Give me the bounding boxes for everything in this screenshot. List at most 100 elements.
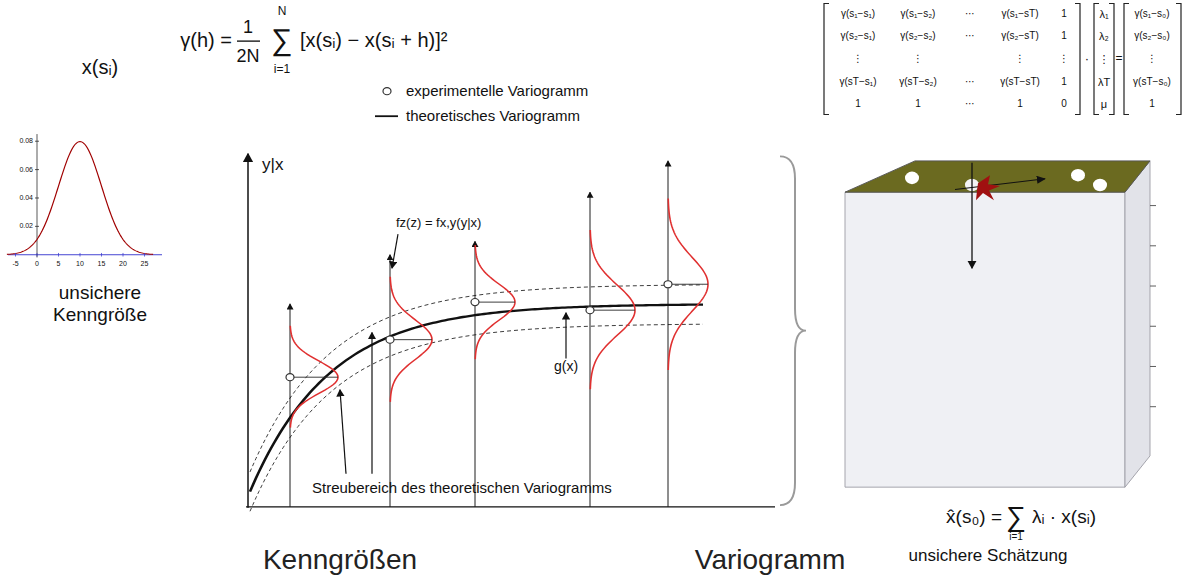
tick-label: 10 [76, 260, 84, 268]
lag-axis [475, 241, 476, 506]
axis-label: y|x [262, 156, 283, 176]
matrix-cell: γ(s₂−sT) [1001, 30, 1039, 42]
tick [35, 141, 39, 142]
matrix-cell: ⋯ [965, 98, 975, 110]
tick-label: 5 [57, 260, 61, 268]
y-axis [247, 154, 249, 508]
sample-point [1093, 179, 1107, 192]
tick [37, 253, 38, 257]
tick [1150, 245, 1156, 246]
leader-line [340, 390, 346, 474]
vector-cell: γ(s₂−s₀) [1134, 30, 1170, 42]
caption-text: unsichere Schätzung [909, 546, 1068, 566]
mean-line [668, 284, 708, 285]
experimental-point [664, 281, 672, 288]
conditional-pdf [668, 198, 708, 370]
matrix-cell: 1 [1017, 98, 1023, 110]
tick-label: 0 [35, 260, 39, 268]
sample-point [905, 172, 919, 185]
formula-part: x̂(s₀) = [946, 506, 1002, 528]
tick-label: 0.06 [19, 166, 33, 174]
mean-line [475, 302, 515, 303]
tick [101, 253, 102, 257]
matrix-cell: γ(s₂−s₁) [841, 30, 876, 42]
matrix-cell: γ(sT−s₁) [840, 76, 877, 88]
tick [58, 253, 59, 257]
tick-label: 20 [119, 260, 127, 268]
pdf-plot [7, 134, 162, 257]
axis-arrow [955, 179, 1045, 190]
legend-text: experimentelle Variogramm [406, 83, 588, 100]
matrix-cell: ⋯ [965, 30, 975, 42]
experimental-point [386, 336, 394, 343]
formula-part: [x(sᵢ) − x(sᵢ + h)]² [300, 29, 447, 52]
sum-symbol: ∑ [1006, 501, 1026, 533]
leader-line [371, 333, 372, 474]
matrix-cell: 1 [855, 98, 861, 110]
leader-line [565, 313, 566, 359]
bracket [1094, 4, 1099, 115]
matrix-cell: γ(s₁−s₂) [901, 9, 936, 21]
matrix-cell: γ(s₂−s₂) [900, 30, 935, 42]
estimate-pdf [976, 175, 1000, 200]
weight-cell: ⋮ [1099, 53, 1110, 66]
conditional-pdf [590, 230, 635, 389]
box-front [845, 192, 1125, 487]
sample-point [1071, 169, 1085, 182]
variogram-chart [246, 154, 775, 512]
tick [35, 197, 39, 198]
formula-part: 1 [243, 16, 253, 37]
experimental-point [286, 374, 294, 381]
fraction-bar [237, 40, 260, 41]
matrix-cell: 0 [1061, 98, 1067, 110]
tick [35, 169, 39, 170]
experimental-point [586, 307, 594, 314]
matrix-cell: ⋮ [1015, 53, 1025, 65]
tick-label: 25 [141, 260, 149, 268]
matrix-cell: ⋮ [913, 53, 923, 65]
band-label: Streubereich des theoretischen Variogram… [312, 479, 612, 496]
operator: = [1115, 52, 1122, 66]
tick [123, 253, 124, 257]
vector-cell: γ(s₁−s₀) [1134, 9, 1169, 21]
variable-name: x(sᵢ) [82, 56, 118, 79]
vector-cell: ⋮ [1147, 53, 1157, 65]
conditional-pdf [475, 245, 515, 359]
pdf-curve [7, 142, 153, 255]
formula-part: γ(h) = [180, 29, 232, 52]
tick [1150, 406, 1156, 407]
section-title: Variogramm [695, 544, 845, 576]
sum-limit: i=1 [274, 63, 290, 77]
tick [1150, 286, 1156, 287]
matrix-cell: γ(sT−s₂) [899, 76, 937, 88]
caption-text: unsichere Kenngröße [38, 282, 163, 326]
axis-ticks [1150, 206, 1156, 407]
mean-line [290, 377, 338, 378]
theoretical-variogram [250, 305, 703, 492]
matrix-cell: 1 [1061, 76, 1067, 88]
bracket [1109, 4, 1114, 115]
curve-label: g(x) [554, 358, 578, 374]
matrix-cell: 1 [1061, 30, 1067, 42]
section-title: Kenngrößen [263, 544, 417, 576]
tick [15, 253, 16, 257]
experimental-point [471, 299, 479, 306]
conditional-pdf [390, 277, 432, 402]
matrix-cell: 1 [1061, 9, 1067, 21]
tick [144, 253, 145, 257]
sum-limit: N [278, 5, 287, 19]
kriging-volume [845, 161, 1156, 487]
lag-axis [290, 304, 291, 507]
matrix-cell: 1 [915, 98, 921, 110]
x-axis [246, 506, 775, 507]
tick-label: 0.04 [19, 194, 33, 202]
legend-circle [383, 88, 391, 95]
matrix-cell: ⋯ [965, 76, 975, 88]
vector-cell: γ(sT−s₀) [1133, 76, 1171, 88]
vector-cell: 1 [1149, 98, 1155, 110]
tick [1150, 366, 1156, 367]
tick [1150, 326, 1156, 327]
tick-label: -5 [12, 260, 18, 268]
matrix-brackets [824, 4, 1181, 115]
